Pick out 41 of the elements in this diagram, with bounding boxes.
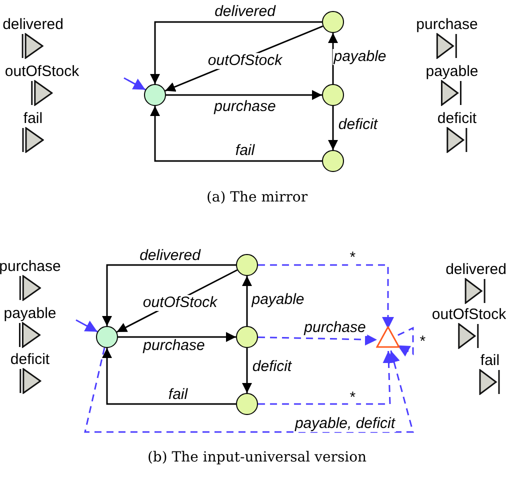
transition-arrow	[242, 276, 252, 326]
port-name: payable	[426, 63, 478, 80]
port-name: delivered	[446, 261, 506, 278]
transition-arrow	[258, 350, 395, 405]
edge-label: outOfStock	[142, 295, 218, 311]
transition-arrow	[166, 90, 322, 100]
port-name: deficit	[10, 351, 50, 368]
caption: (a) The mirror	[206, 188, 308, 208]
port-name: outOfStock	[432, 306, 506, 323]
edge-label: purchase	[303, 320, 367, 336]
transition-arrow	[397, 326, 414, 356]
transition-arrow	[328, 106, 338, 150]
transition-arrow	[84, 348, 414, 433]
port-name: delivered	[2, 16, 64, 33]
port-name: fail	[480, 352, 500, 369]
edge-label: *	[348, 250, 356, 266]
port-name: outOfStock	[4, 63, 80, 80]
edge-label: purchase	[213, 99, 277, 115]
edge-label: *	[348, 390, 356, 406]
edge-label: payable	[250, 292, 306, 308]
sink-triangle	[376, 326, 400, 348]
transition-arrow	[150, 21, 322, 84]
initial-arrow	[76, 319, 98, 332]
port-name: purchase	[0, 258, 61, 275]
transition-arrow	[258, 334, 378, 346]
port-name: fail	[23, 110, 43, 127]
transition-arrow	[118, 332, 236, 342]
transition-arrow	[102, 348, 236, 405]
caption: (b) The input-universal version	[147, 448, 367, 468]
transition-arrow	[150, 106, 322, 162]
initial-arrow	[124, 77, 146, 90]
port-name: deficit	[437, 110, 477, 127]
edge-label: payable, deficit	[294, 416, 396, 432]
edge-label: purchase	[142, 338, 206, 354]
port-name: purchase	[416, 16, 478, 33]
transition-arrow	[102, 264, 236, 326]
edge-label: payable	[332, 49, 388, 65]
transition-arrow	[242, 348, 252, 393]
transition-arrow	[258, 264, 394, 329]
edge-label: outOfStock	[206, 53, 284, 69]
port-name: payable	[4, 305, 56, 322]
